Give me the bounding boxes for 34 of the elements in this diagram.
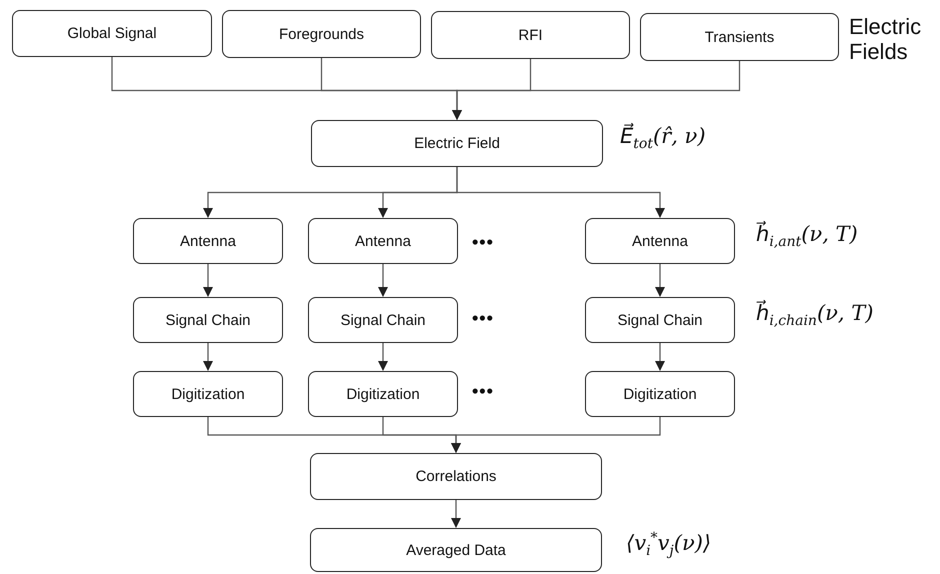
connector-arrow (655, 343, 665, 371)
connector-arrow (378, 343, 388, 371)
connector-arrow (451, 500, 461, 528)
process-box: Foregrounds (222, 10, 421, 58)
process-box: Antenna (585, 218, 735, 264)
math-formula: h⃗$_{i,ant}$(ν, T) (756, 222, 858, 250)
process-box: Electric Field (311, 120, 603, 167)
connector-arrow (203, 343, 213, 371)
process-box: Antenna (308, 218, 458, 264)
connector-arrow (456, 167, 665, 218)
process-box: Global Signal (12, 10, 212, 57)
process-box: Signal Chain (585, 297, 735, 343)
connector-arrow (203, 264, 213, 297)
connector-arrow (378, 264, 388, 297)
process-box: Signal Chain (133, 297, 283, 343)
connector-arrow (451, 417, 661, 453)
group-label: Electric Fields (849, 14, 922, 65)
ellipsis: ••• (472, 232, 494, 253)
process-box: Digitization (133, 371, 283, 417)
process-box: Transients (640, 13, 839, 61)
connector-arrow (452, 61, 740, 120)
process-box: Signal Chain (308, 297, 458, 343)
ellipsis: ••• (472, 381, 494, 402)
ellipsis: ••• (472, 308, 494, 329)
connector-arrow (655, 264, 665, 297)
process-box: Digitization (585, 371, 735, 417)
math-formula: ⟨v$_{i}$$^{*}$v$_{j}$(ν)⟩ (626, 530, 712, 560)
process-box: Correlations (310, 453, 602, 500)
process-box: Averaged Data (310, 528, 602, 572)
process-box: Antenna (133, 218, 283, 264)
process-box: Digitization (308, 371, 458, 417)
process-box: RFI (431, 11, 630, 59)
math-formula: E⃗$_{tot}$(r̂, ν) (620, 124, 706, 152)
math-formula: h⃗$_{i,chain}$(ν, T) (756, 301, 874, 330)
